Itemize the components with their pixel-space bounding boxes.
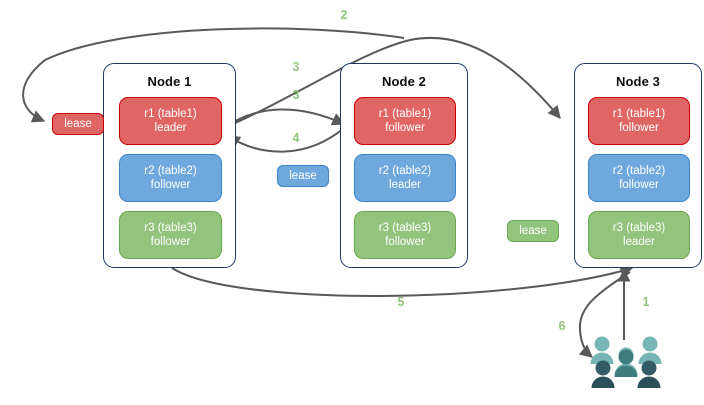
lease-badge-table3[interactable]: lease [507,220,559,242]
replica-role: follower [619,122,659,134]
replica-node2-r3[interactable]: r3 (table3) follower [354,211,456,259]
arrow-step-5 [171,265,634,297]
replica-node2-r2[interactable]: r2 (table2) leader [354,154,456,202]
replica-name: r1 (table1) [378,107,432,120]
step-label-2: 2 [340,8,348,22]
step-label-3b: 3 [292,88,300,102]
replica-role: follower [150,236,191,248]
replica-role: follower [619,179,659,191]
step-label-4: 4 [292,131,300,145]
replica-name: r3 (table3) [144,221,197,234]
replica-role: follower [385,122,425,134]
replica-name: r2 (table2) [378,164,432,177]
replica-node1-r1[interactable]: r1 (table1) leader [119,97,222,145]
node-box-node3[interactable]: Node 3 r1 (table1) follower r2 (table2) … [574,63,702,268]
replica-node2-r1[interactable]: r1 (table1) follower [354,97,456,145]
replica-name: r2 (table2) [144,164,197,177]
arrow-step-3-short [223,108,346,129]
replica-node3-r2[interactable]: r2 (table2) follower [588,154,690,202]
replica-role: follower [385,236,425,248]
replica-role: leader [154,122,187,134]
users-group-icon [590,336,662,388]
node-title: Node 3 [616,74,660,89]
replica-role: leader [623,236,655,248]
replica-name: r3 (table3) [612,221,666,234]
lease-badge-table1[interactable]: lease [52,113,104,135]
step-label-1: 1 [642,295,650,309]
replica-name: r1 (table1) [612,107,666,120]
replica-name: r3 (table3) [378,221,432,234]
step-label-5: 5 [397,295,405,309]
replica-node3-r3[interactable]: r3 (table3) leader [588,211,690,259]
replica-role: follower [150,179,191,191]
replica-node1-r3[interactable]: r3 (table3) follower [119,211,222,259]
node-title: Node 1 [147,74,192,89]
replica-name: r2 (table2) [612,164,666,177]
step-label-6: 6 [558,319,566,333]
node-title: Node 2 [382,74,426,89]
replica-role: leader [389,179,421,191]
replica-node3-r1[interactable]: r1 (table1) follower [588,97,690,145]
node-box-node1[interactable]: Node 1 r1 (table1) leader r2 (table2) fo… [103,63,236,268]
node-box-node2[interactable]: Node 2 r1 (table1) follower r2 (table2) … [340,63,468,268]
replica-name: r1 (table1) [144,107,197,120]
step-label-3a: 3 [292,60,300,74]
lease-badge-table2[interactable]: lease [277,165,329,187]
replica-node1-r2[interactable]: r2 (table2) follower [119,154,222,202]
arrow-step-4 [226,127,345,153]
